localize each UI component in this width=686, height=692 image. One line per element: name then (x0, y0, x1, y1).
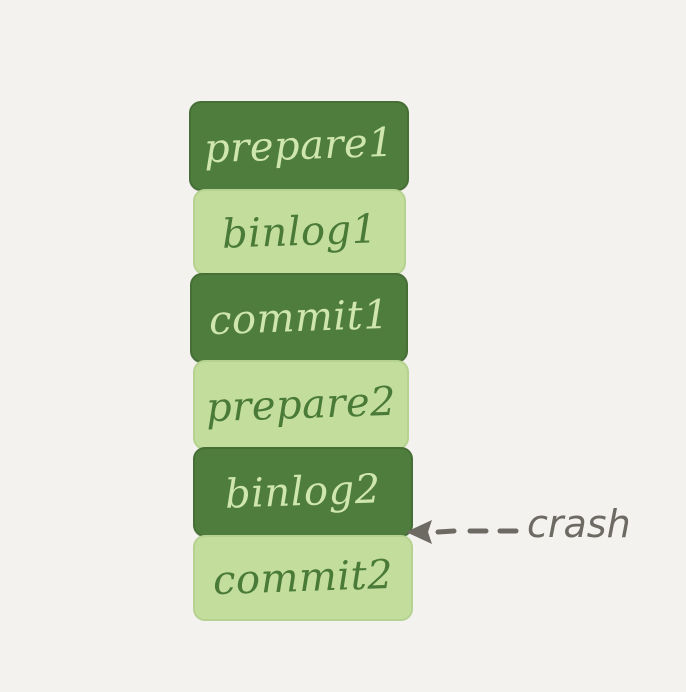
block-binlog2: binlog2 (193, 447, 413, 537)
block-commit1: commit1 (190, 273, 408, 363)
block-label: prepare2 (205, 378, 397, 432)
block-prepare1: prepare1 (189, 101, 409, 191)
crash-label: crash (527, 502, 631, 546)
dash-1 (435, 528, 457, 535)
block-label: commit1 (208, 291, 390, 345)
block-label: prepare1 (203, 119, 395, 173)
crash-arrow-icon (406, 520, 519, 544)
block-label: binlog1 (220, 206, 379, 258)
block-commit2: commit2 (193, 535, 413, 621)
block-label: commit2 (212, 551, 394, 605)
block-label: binlog2 (224, 466, 382, 518)
block-binlog1: binlog1 (193, 189, 406, 275)
block-prepare2: prepare2 (193, 360, 409, 450)
arrowhead-icon (406, 520, 432, 544)
